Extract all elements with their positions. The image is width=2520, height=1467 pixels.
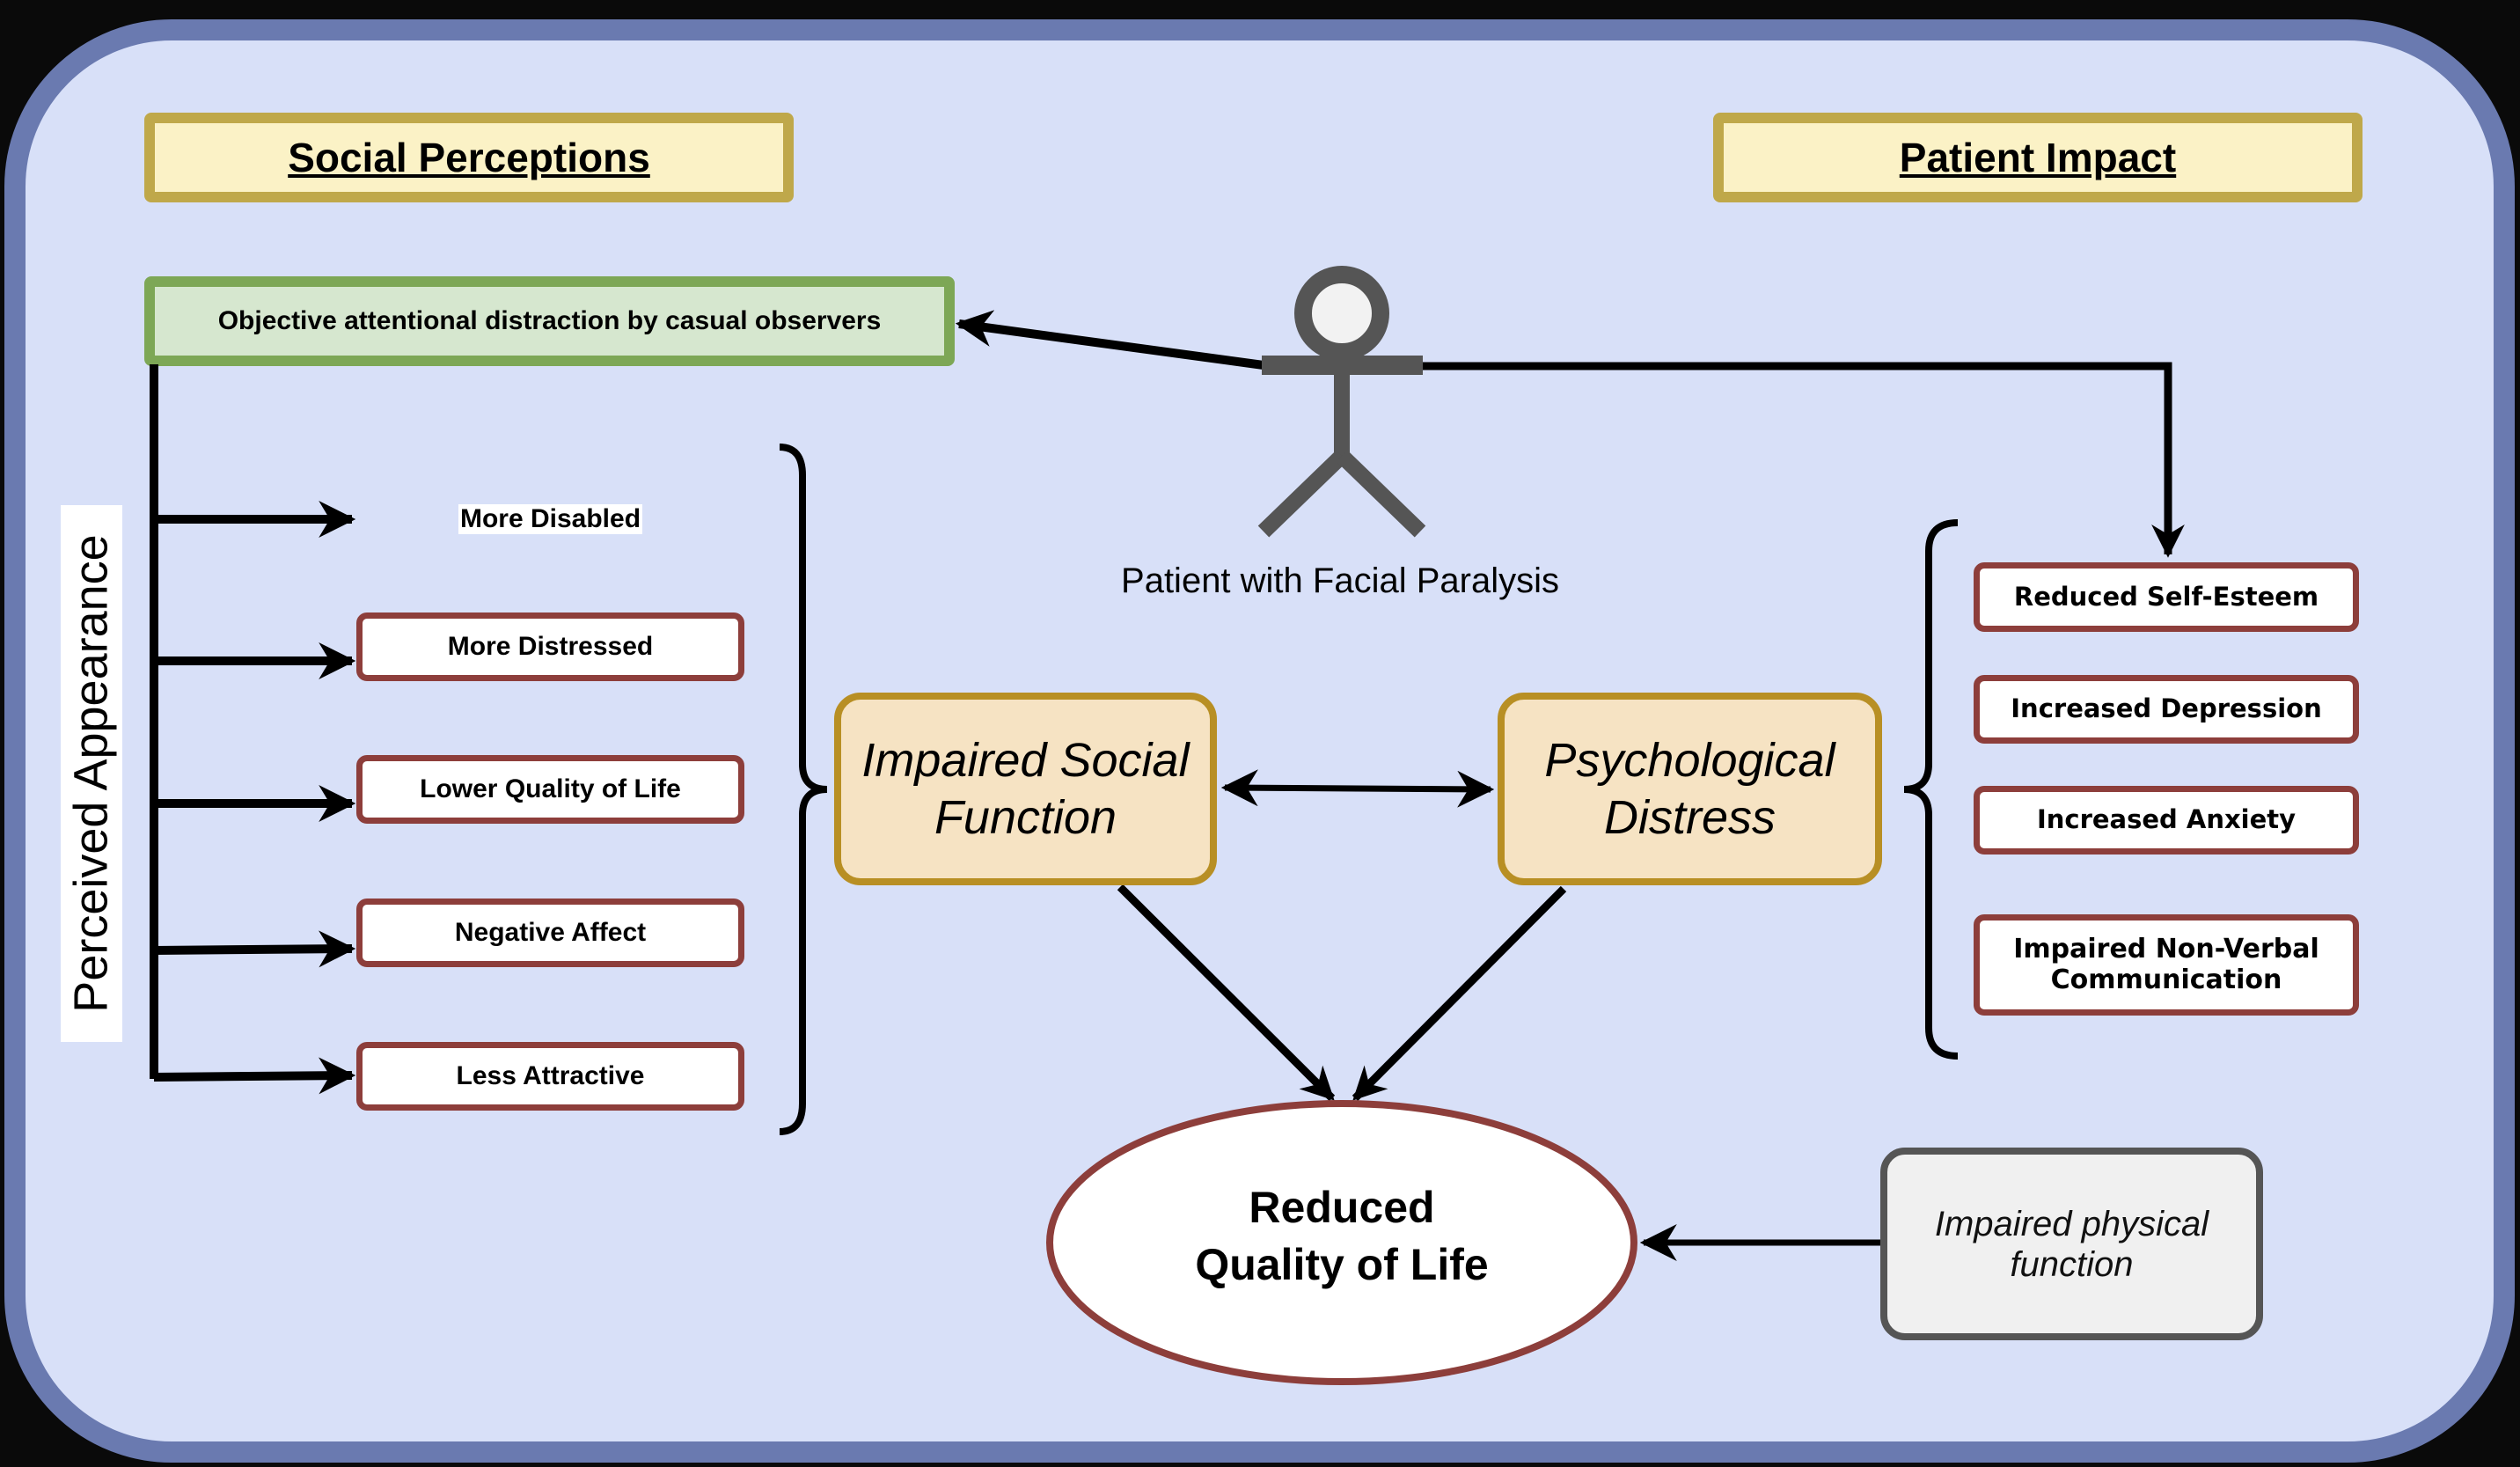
patient-impact-heading-text: Patient Impact — [1899, 135, 2177, 180]
item-less-attractive: Less Attractive — [356, 1042, 744, 1111]
item-lower-quality-of-life: Lower Quality of Life — [356, 755, 744, 824]
outcome-ellipse — [1046, 1100, 1637, 1385]
right-brace — [1903, 519, 1959, 1060]
social-line-1: Impaired Social — [861, 733, 1190, 787]
item-more-distressed: More Distressed — [356, 612, 744, 681]
arrow-psych-to-outcome — [1352, 885, 1567, 1102]
observer-distraction-box: Objective attentional distraction by cas… — [144, 276, 955, 366]
figure-right-leg — [1336, 450, 1426, 538]
social-perceptions-heading: Social Perceptions — [144, 113, 794, 202]
physical-line-2: function — [2010, 1244, 2134, 1284]
item-negative-affect-text: Negative Affect — [454, 917, 647, 947]
arrow-negative-affect — [153, 930, 356, 968]
arrow-social-psych-bidirectional — [1220, 769, 1495, 808]
left-brace — [779, 444, 828, 1135]
item-reduced-self-esteem-text: Reduced Self-Esteem — [2013, 581, 2319, 612]
non-verbal-line-2: Communication — [2050, 964, 2282, 995]
social-perceptions-heading-text: Social Perceptions — [288, 135, 650, 180]
stick-figure-icon — [1257, 266, 1426, 538]
social-line-2: Function — [934, 790, 1117, 844]
item-increased-anxiety: Increased Anxiety — [1974, 786, 2359, 855]
outcome-line-1: Reduced — [1249, 1183, 1435, 1232]
item-negative-affect: Negative Affect — [356, 899, 744, 967]
arrow-less-attractive — [153, 1057, 356, 1095]
item-increased-anxiety-text: Increased Anxiety — [2036, 804, 2297, 835]
psych-line-2: Distress — [1603, 790, 1776, 844]
item-lower-quality-of-life-text: Lower Quality of Life — [420, 774, 681, 803]
arrow-figure-to-self-esteem — [1423, 362, 2185, 558]
perceived-appearance-text: Perceived Appearance — [65, 534, 118, 1013]
arrow-figure-to-observer — [955, 310, 1264, 370]
item-more-disabled-text: More Disabled — [458, 504, 643, 534]
item-more-distressed-text: More Distressed — [447, 631, 654, 661]
item-increased-depression-text: Increased Depression — [2011, 693, 2322, 724]
figure-left-leg — [1257, 450, 1348, 538]
figure-head — [1294, 266, 1389, 361]
psych-line-1: Psychological — [1544, 733, 1835, 787]
arrow-social-to-outcome — [1117, 884, 1336, 1102]
patient-impact-heading: Patient Impact — [1713, 113, 2362, 202]
non-verbal-line-1: Impaired Non-Verbal — [2013, 934, 2319, 965]
outcome-line-2: Quality of Life — [1195, 1240, 1489, 1289]
item-increased-depression: Increased Depression — [1974, 675, 2359, 744]
item-reduced-self-esteem: Reduced Self-Esteem — [1974, 562, 2359, 632]
patient-label: Patient with Facial Paralysis — [1121, 561, 1559, 600]
observer-distraction-text: Objective attentional distraction by cas… — [217, 306, 882, 335]
physical-line-1: Impaired physical — [1934, 1204, 2209, 1243]
item-more-disabled: More Disabled — [356, 484, 744, 554]
item-less-attractive-text: Less Attractive — [456, 1060, 645, 1090]
perceived-appearance-label: Perceived Appearance — [61, 505, 122, 1042]
